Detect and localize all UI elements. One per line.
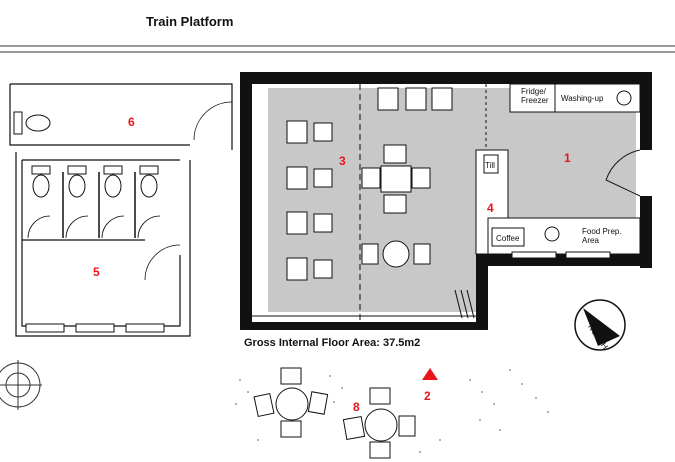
north-compass-icon: NORTH <box>574 299 626 351</box>
room-number-3: 3 <box>339 154 346 168</box>
room-number-4: 4 <box>487 201 494 215</box>
fridge-label-line1: Fridge/ <box>521 87 547 96</box>
sink-icon <box>616 90 632 106</box>
fridge-label-line2: Freezer <box>521 96 549 105</box>
outdoor-tables <box>253 367 416 459</box>
round-table <box>382 240 410 268</box>
wc-cubicle-dividers <box>62 172 136 238</box>
wc-doors <box>27 101 233 281</box>
till-label: Till <box>485 161 495 170</box>
till-icon <box>483 154 499 174</box>
wc-toilets <box>13 111 159 198</box>
coffee-machine-icon <box>491 227 525 247</box>
coffee-label: Coffee <box>496 234 520 243</box>
windows-bottom <box>25 251 611 333</box>
tree-icon <box>0 360 42 410</box>
room-number-2: 2 <box>424 389 431 403</box>
room-number-6: 6 <box>128 115 135 129</box>
room-number-8: 8 <box>353 400 360 414</box>
floor-area-label: Gross Internal Floor Area: 37.5m2 <box>244 337 420 349</box>
seating-chairs <box>286 87 453 281</box>
prep-sink-icon <box>544 226 560 242</box>
room-number-5: 5 <box>93 265 100 279</box>
room-number-1: 1 <box>564 151 571 165</box>
platform-title: Train Platform <box>146 14 233 29</box>
food-prep-label-line1: Food Prep. <box>582 227 622 236</box>
front-planter-lines <box>454 289 475 319</box>
entrance-triangle-icon <box>422 368 438 380</box>
food-prep-label-line2: Area <box>582 236 599 245</box>
kitchen-door-swing <box>605 149 641 197</box>
vegetation-dots <box>235 369 549 453</box>
washing-up-label: Washing-up <box>561 94 604 103</box>
